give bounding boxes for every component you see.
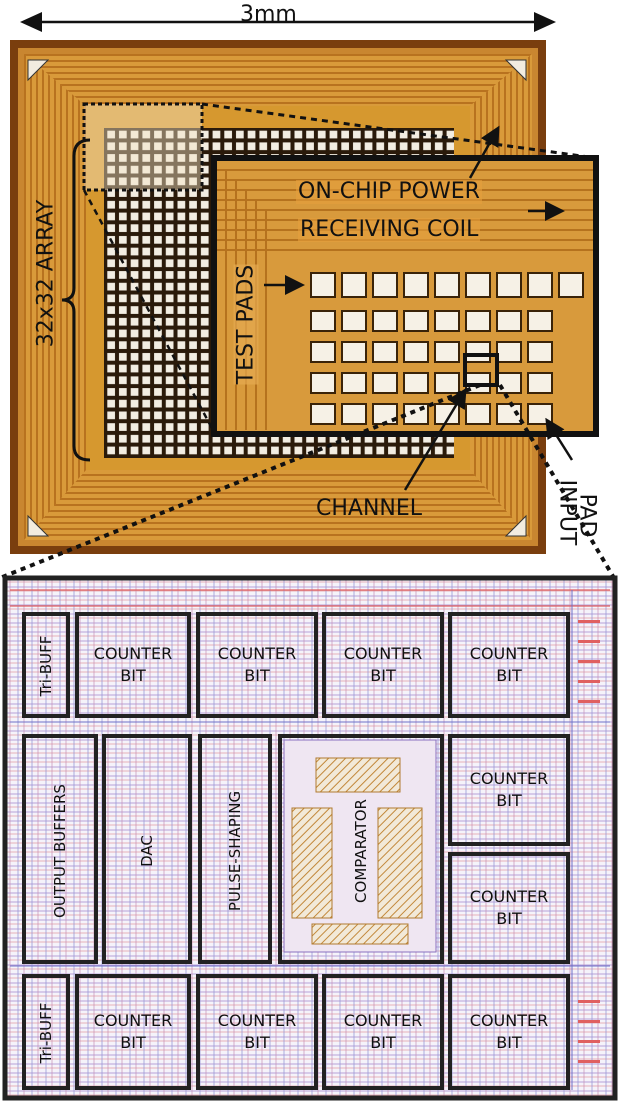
electrode-pad: [403, 310, 429, 332]
electrode-pad: [310, 403, 336, 425]
tri-buff-bottom-block: Tri-BUFF: [22, 974, 70, 1090]
electrode-pad: [465, 341, 491, 363]
pulse-shaping-block: PULSE-SHAPING: [198, 734, 272, 964]
coil-label-line1: ON-CHIP POWER: [296, 179, 482, 204]
electrode-pad: [434, 310, 460, 332]
electrode-pad: [341, 341, 367, 363]
electrode-pad: [527, 341, 553, 363]
test-pad: [465, 272, 491, 298]
counter-bit-label: COUNTER BIT: [343, 1011, 423, 1052]
counter-bit-label: COUNTER BIT: [217, 644, 297, 685]
electrode-pad: [403, 341, 429, 363]
counter-bit-block-4: COUNTER BIT: [448, 612, 570, 718]
test-pad: [558, 272, 584, 298]
counter-bit-label: COUNTER BIT: [469, 769, 549, 810]
electrode-pad: [434, 341, 460, 363]
counter-bit-label: COUNTER BIT: [469, 887, 549, 928]
electrode-pad: [403, 403, 429, 425]
tri-buff-bottom-label: Tri-BUFF: [37, 1002, 55, 1064]
electrode-pad: [341, 403, 367, 425]
counter-bit-block-2: COUNTER BIT: [196, 612, 318, 718]
electrode-pad: [403, 372, 429, 394]
array-label: 32x32 ARRAY: [33, 199, 59, 348]
electrode-pad: [310, 310, 336, 332]
electrode-pad: [372, 310, 398, 332]
counter-bit-block-1: COUNTER BIT: [75, 612, 191, 718]
electrode-pad: [372, 341, 398, 363]
comparator-block: COMPARATOR: [278, 734, 444, 964]
electrode-pad: [310, 341, 336, 363]
electrode-pad: [496, 310, 522, 332]
electrode-pad: [527, 310, 553, 332]
electrode-pad: [496, 372, 522, 394]
comparator-label: COMPARATOR: [352, 799, 370, 903]
layout-view: [2, 575, 618, 1101]
channel-label: CHANNEL: [316, 496, 423, 521]
counter-bit-label: COUNTER BIT: [93, 644, 173, 685]
zoom-source-box: [82, 102, 204, 192]
dimension-label: 3mm: [240, 2, 297, 27]
input-pad-label-line2: PAD: [574, 493, 600, 538]
tri-buff-top-label: Tri-BUFF: [37, 635, 55, 697]
dimension-arrow: [20, 12, 556, 32]
electrode-pad: [341, 310, 367, 332]
inset-zoom: [211, 155, 599, 437]
electrode-pad: [527, 372, 553, 394]
test-pad: [310, 272, 336, 298]
test-pad: [496, 272, 522, 298]
dac-block: DAC: [102, 734, 192, 964]
annotation-arrows: [264, 125, 574, 491]
test-pad: [341, 272, 367, 298]
counter-bit-label: COUNTER BIT: [343, 644, 423, 685]
coil-label-line2: RECEIVING COIL: [298, 217, 481, 242]
electrode-pad: [527, 403, 553, 425]
channel-box: [463, 353, 499, 387]
tri-buff-top-block: Tri-BUFF: [22, 612, 70, 718]
electrode-pad: [310, 372, 336, 394]
pulse-shaping-label: PULSE-SHAPING: [226, 790, 244, 912]
counter-bit-block-8: COUNTER BIT: [196, 974, 318, 1090]
test-pad: [434, 272, 460, 298]
test-pad: [372, 272, 398, 298]
electrode-pad: [434, 372, 460, 394]
electrode-pad: [465, 403, 491, 425]
counter-bit-block-7: COUNTER BIT: [75, 974, 191, 1090]
counter-bit-block-9: COUNTER BIT: [322, 974, 444, 1090]
electrode-pad: [341, 372, 367, 394]
counter-bit-block-5: COUNTER BIT: [448, 734, 570, 846]
output-buffers-label: OUTPUT BUFFERS: [51, 784, 69, 918]
counter-bit-block-6: COUNTER BIT: [448, 852, 570, 964]
counter-bit-label: COUNTER BIT: [469, 1011, 549, 1052]
counter-bit-label: COUNTER BIT: [93, 1011, 173, 1052]
test-pad: [403, 272, 429, 298]
counter-bit-block-10: COUNTER BIT: [448, 974, 570, 1090]
dac-label: DAC: [138, 835, 156, 867]
counter-bit-block-3: COUNTER BIT: [322, 612, 444, 718]
electrode-pad: [496, 341, 522, 363]
output-buffers-block: OUTPUT BUFFERS: [22, 734, 98, 964]
test-pad: [527, 272, 553, 298]
counter-bit-label: COUNTER BIT: [217, 1011, 297, 1052]
electrode-pad: [372, 372, 398, 394]
array-bracket: [61, 138, 91, 462]
test-pads-label: TEST PADS: [233, 264, 259, 385]
counter-bit-label: COUNTER BIT: [469, 644, 549, 685]
electrode-pad: [465, 310, 491, 332]
